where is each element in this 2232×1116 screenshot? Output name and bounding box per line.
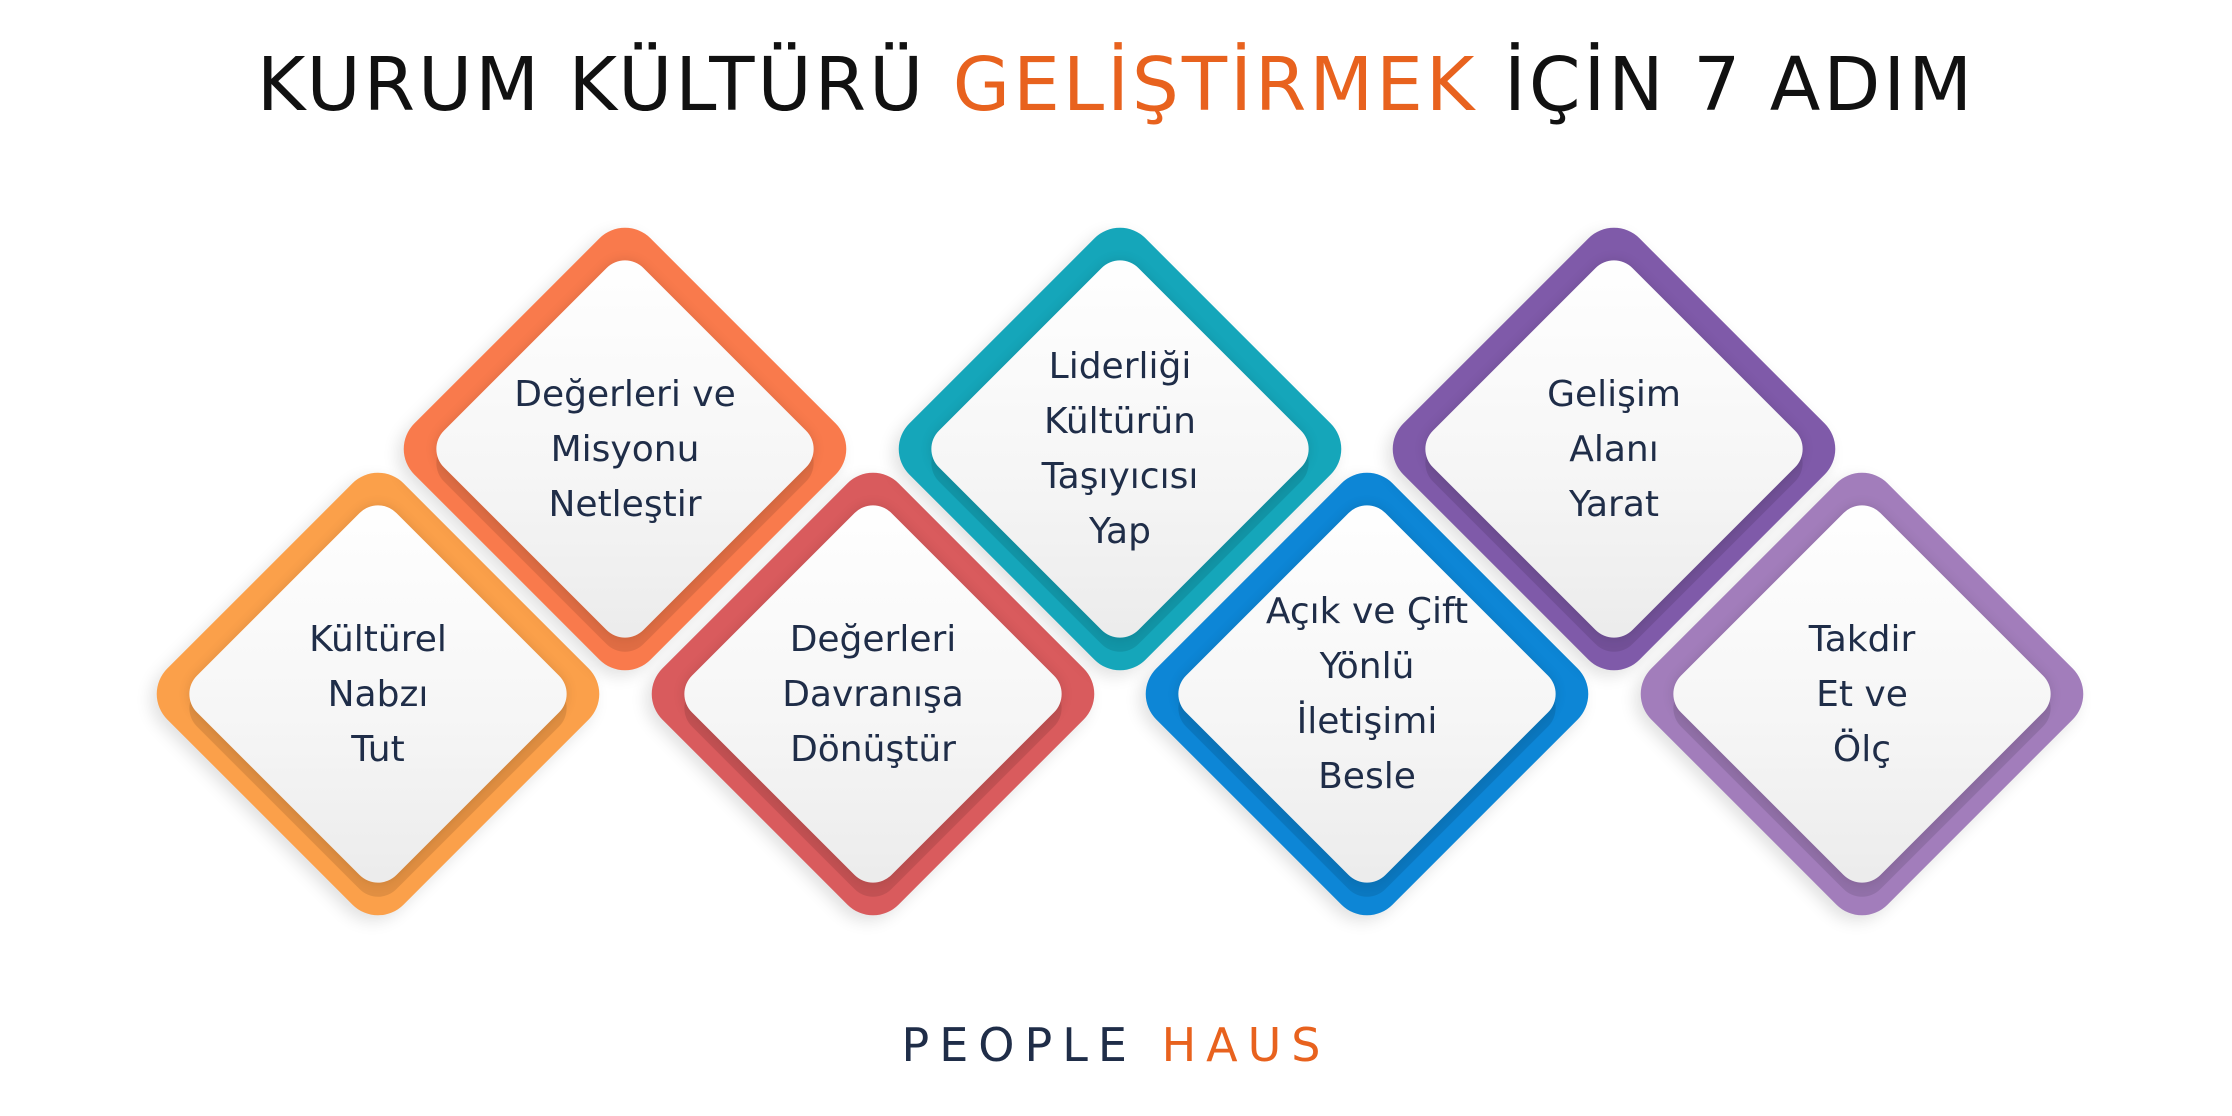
step-4-diamond: Liderliği Kültürün Taşıyıcısı Yap (883, 212, 1357, 686)
step-3-label: Değerleri Davranışa Dönüştür (782, 618, 964, 770)
title-accent: GELİŞTİRMEK (952, 42, 1478, 128)
step-5-label: Açık ve Çift Yönlü İletişimi Besle (1265, 591, 1469, 797)
step-5-diamond: Açık ve Çift Yönlü İletişimi Besle (1130, 457, 1604, 931)
step-2-label: Değerleri ve Misyonu Netleştir (514, 373, 736, 525)
step-1-diamond: Kültürel Nabzı Tut (141, 457, 615, 931)
brand-logo: PEOPLE HAUS (0, 1018, 2232, 1072)
step-6-label: Gelişim Alanı Yarat (1547, 373, 1681, 525)
brand-part-2: HAUS (1161, 1018, 1331, 1072)
step-2-diamond: Değerleri ve Misyonu Netleştir (388, 212, 862, 686)
step-6-diamond: Gelişim Alanı Yarat (1377, 212, 1851, 686)
page-title: KURUM KÜLTÜRÜ GELİŞTİRMEK İÇİN 7 ADIM (0, 42, 2232, 128)
step-3-diamond: Değerleri Davranışa Dönüştür (636, 457, 1110, 931)
title-part-1: KURUM KÜLTÜRÜ (256, 42, 953, 128)
step-1-label: Kültürel Nabzı Tut (309, 618, 447, 770)
step-7-label: Takdir Et ve Ölç (1808, 618, 1916, 770)
step-4-label: Liderliği Kültürün Taşıyıcısı Yap (1041, 346, 1199, 552)
step-7-diamond: Takdir Et ve Ölç (1625, 457, 2099, 931)
brand-part-1: PEOPLE (901, 1018, 1162, 1072)
title-part-2: İÇİN 7 ADIM (1477, 42, 1976, 128)
